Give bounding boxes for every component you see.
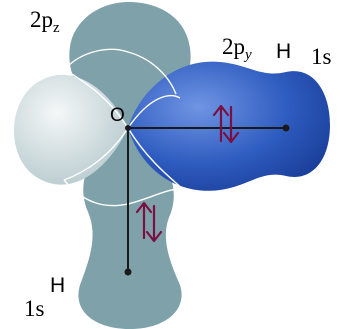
spin-pair-arrows-icon xyxy=(212,104,240,144)
bond-lines xyxy=(127,127,287,273)
hydrogen-label-bottom: H xyxy=(50,274,65,297)
left-orbital-lobe xyxy=(14,74,128,185)
orbital-label-2py: 2py xyxy=(222,34,252,63)
s-orbital-label-bottom: 1s xyxy=(24,296,45,321)
oxygen-label: O xyxy=(110,105,125,126)
pz-lower-lobe xyxy=(78,128,182,329)
orbital-label-2pz: 2pz xyxy=(30,7,60,36)
s-orbital-label-right: 1s xyxy=(311,44,332,69)
spin-pair-arrows-icon xyxy=(135,201,163,243)
hydrogen-label-right: H xyxy=(276,40,291,63)
hydrogen-bottom-nucleus-dot xyxy=(124,268,132,276)
py-orbital xyxy=(128,61,330,191)
oxygen-nucleus-dot xyxy=(125,125,131,131)
hydrogen-right-nucleus-dot xyxy=(282,124,290,132)
